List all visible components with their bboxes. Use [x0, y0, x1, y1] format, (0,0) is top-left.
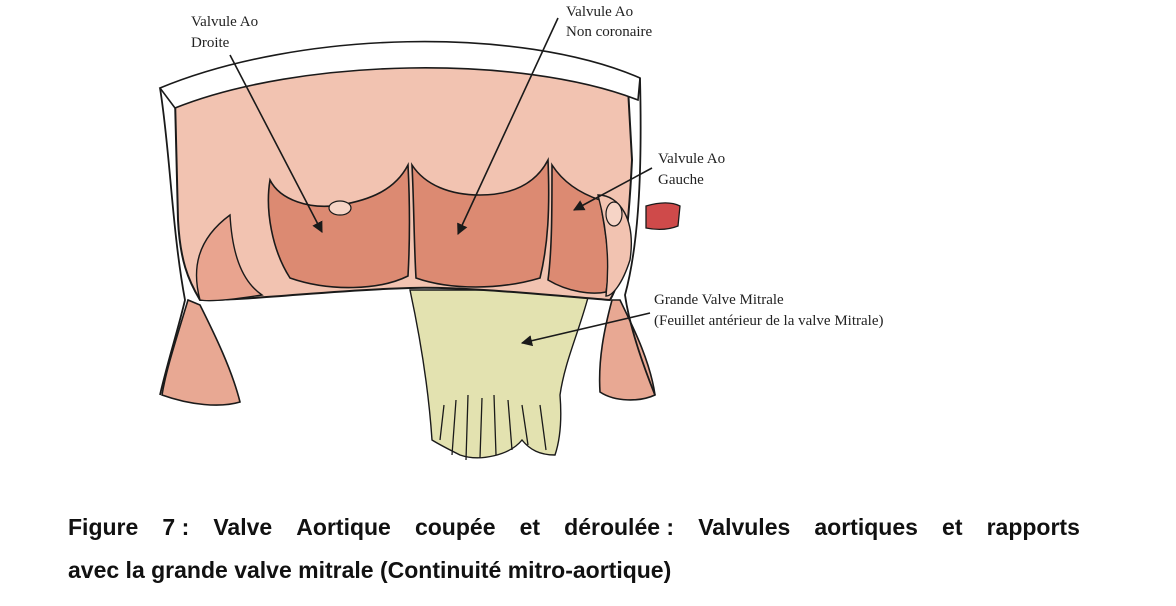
- caption-word: et: [942, 514, 963, 540]
- caption-word: Valve: [213, 514, 273, 540]
- label-ao-noncoronary-line1: Valvule Ao: [566, 4, 633, 20]
- coronary-ostium-right: [328, 200, 352, 216]
- label-ao-noncoronary-line2: Non coronaire: [566, 24, 653, 40]
- caption-word: Figure: [68, 514, 139, 540]
- caption-word: Aortique: [296, 514, 391, 540]
- left-side-pocket: [195, 213, 264, 302]
- left-outer-border: [159, 87, 186, 396]
- caption-word: 7 :: [162, 514, 190, 540]
- mitral-leaflet: [409, 289, 591, 461]
- arrow-mitral: [520, 312, 651, 347]
- arrow-ao-left: [573, 167, 653, 211]
- arrow-ao-right: [229, 54, 323, 233]
- right-lower-wall: [598, 299, 656, 401]
- coronary-ostium-left: [605, 201, 623, 227]
- right-outer-border: [624, 77, 656, 396]
- caption-word: rapports: [986, 514, 1080, 540]
- caption-word: déroulée :: [564, 514, 675, 540]
- caption-word: Valvules: [698, 514, 791, 540]
- right-side-pocket: [597, 194, 632, 297]
- label-mitral-line2: (Feuillet antérieur de la valve Mitrale): [654, 313, 883, 329]
- label-ao-left-line2: Gauche: [658, 172, 704, 188]
- arrow-ao-noncoronary: [457, 17, 559, 236]
- left-lower-wall: [161, 298, 241, 406]
- caption-line-1: Figure 7 : Valve Aortique coupée et déro…: [68, 506, 1080, 549]
- aortic-rim: [158, 40, 641, 109]
- aortic-valve-illustration: Valvule Ao Droite Valvule Ao Non coronai…: [158, 4, 883, 461]
- cusp-noncoronary: [411, 156, 550, 288]
- caption-word: et: [519, 514, 541, 540]
- label-ao-right-line2: Droite: [191, 35, 230, 51]
- caption-word: coupée: [414, 514, 496, 540]
- caption-line-2: avec la grande valve mitrale (Continuité…: [68, 557, 672, 583]
- label-ao-right-line1: Valvule Ao: [191, 14, 258, 30]
- label-mitral-line1: Grande Valve Mitrale: [654, 292, 784, 308]
- left-coronary-artery: [645, 202, 681, 230]
- figure-caption: Figure 7 : Valve Aortique coupée et déro…: [68, 506, 1080, 592]
- label-ao-left-line1: Valvule Ao: [658, 151, 725, 167]
- caption-word: aortiques: [814, 514, 918, 540]
